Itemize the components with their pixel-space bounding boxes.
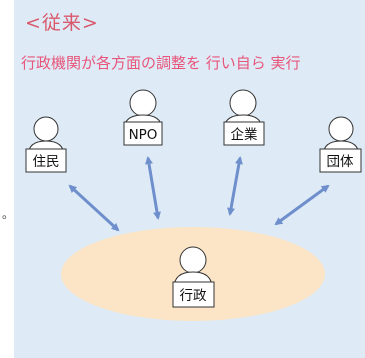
stray-mark: 。 xyxy=(2,207,15,221)
arrow-residents xyxy=(68,184,120,232)
arrow-npo xyxy=(145,156,161,220)
organization-label: 団体 xyxy=(327,154,354,170)
person-icon xyxy=(173,246,213,289)
arrow-business xyxy=(227,156,243,216)
diagram-subtitle: 行政機関が各方面の調整を 行い自ら 実行 xyxy=(21,54,301,72)
administration-label: 行政 xyxy=(180,288,207,304)
arrow-organization xyxy=(274,184,330,226)
organization-figure: 団体 xyxy=(319,116,362,173)
business-figure: 企業 xyxy=(223,89,265,146)
business-label: 企業 xyxy=(231,126,258,143)
administration-figure: 行政 xyxy=(172,246,215,308)
residents-figure: 住民 xyxy=(25,116,67,173)
npo-label: NPO xyxy=(129,127,158,143)
residents-label: 住民 xyxy=(33,154,60,170)
diagram-heading: <従来> xyxy=(25,12,99,34)
npo-figure: NPO xyxy=(123,89,163,146)
